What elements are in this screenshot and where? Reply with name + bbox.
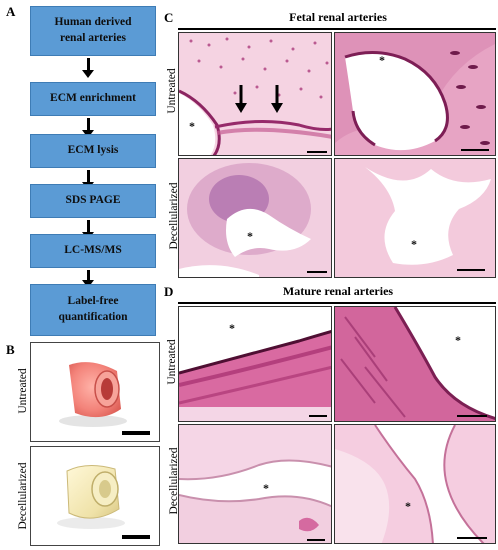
d-untreated-low-mag: * xyxy=(178,306,332,422)
c-decellularized-high-mag: * xyxy=(334,158,496,278)
flow-arrow-2 xyxy=(82,118,94,138)
flow-step-5: LC-MS/MS xyxy=(30,234,156,268)
d-untreated-high-scalebar xyxy=(457,415,487,417)
c-untreated-low-mag: * xyxy=(178,32,332,156)
decellularized-artery-image xyxy=(57,465,125,529)
c-untreated-high-lumen-marker: * xyxy=(379,53,385,67)
c-decellularized-low-lumen-marker: * xyxy=(247,229,253,243)
flow-step-3: ECM lysis xyxy=(30,134,156,168)
panel-d-title: Mature renal arteries xyxy=(282,284,394,298)
b-decellularized-scalebar xyxy=(122,535,150,539)
c-untreated-high-scalebar xyxy=(461,149,489,151)
flow-arrow-4 xyxy=(82,220,94,240)
c-decellularized-high-lumen-marker: * xyxy=(411,237,417,251)
c-untreated-low-lumen-marker: * xyxy=(189,119,195,133)
b-decellularized-photo xyxy=(30,446,160,546)
flow-arrow-3 xyxy=(82,170,94,190)
d-untreated-low-lumen-marker: * xyxy=(229,321,235,335)
c-decellularized-low-mag: * xyxy=(178,158,332,278)
b-untreated-scalebar xyxy=(122,431,150,435)
d-untreated-high-mag: * xyxy=(334,306,496,422)
panel-letter-b: B xyxy=(6,342,15,357)
panel-c-title: Fetal renal arteries xyxy=(289,10,387,24)
b-decellularized-label: Decellularized xyxy=(17,462,29,530)
flow-arrow-1 xyxy=(82,58,94,78)
c-decellularized-high-scalebar xyxy=(457,269,485,271)
panel-d-rule xyxy=(178,302,496,304)
c-untreated-label: Untreated xyxy=(166,68,178,114)
d-decellularized-high-scalebar xyxy=(457,537,487,539)
d-untreated-low-scalebar xyxy=(309,415,327,417)
flow-step-2: ECM enrichment xyxy=(30,82,156,116)
flow-arrow-5 xyxy=(82,270,94,288)
panel-c-rule xyxy=(178,28,496,30)
d-decellularized-high-lumen-marker: * xyxy=(405,499,411,513)
d-untreated-label: Untreated xyxy=(166,339,178,385)
c-decellularized-low-scalebar xyxy=(307,271,327,273)
panel-letter-a: A xyxy=(6,4,16,19)
d-decellularized-low-mag: * xyxy=(178,424,332,544)
panel-letter-c: C xyxy=(164,10,174,25)
untreated-artery-image xyxy=(59,362,127,427)
c-untreated-low-scalebar xyxy=(307,151,327,153)
d-untreated-high-lumen-marker: * xyxy=(455,333,461,347)
d-decellularized-low-scalebar xyxy=(307,539,325,541)
flow-step-4: SDS PAGE xyxy=(30,184,156,218)
flow-step-6: Label-free quantification xyxy=(30,284,156,336)
d-decellularized-high-mag: * xyxy=(334,424,496,544)
c-untreated-high-mag: * xyxy=(334,32,496,156)
b-untreated-label: Untreated xyxy=(17,368,29,414)
panel-letter-d: D xyxy=(164,284,174,299)
b-untreated-photo xyxy=(30,342,160,442)
flow-step-1: Human derived renal arteries xyxy=(30,6,156,56)
d-decellularized-low-lumen-marker: * xyxy=(263,481,269,495)
